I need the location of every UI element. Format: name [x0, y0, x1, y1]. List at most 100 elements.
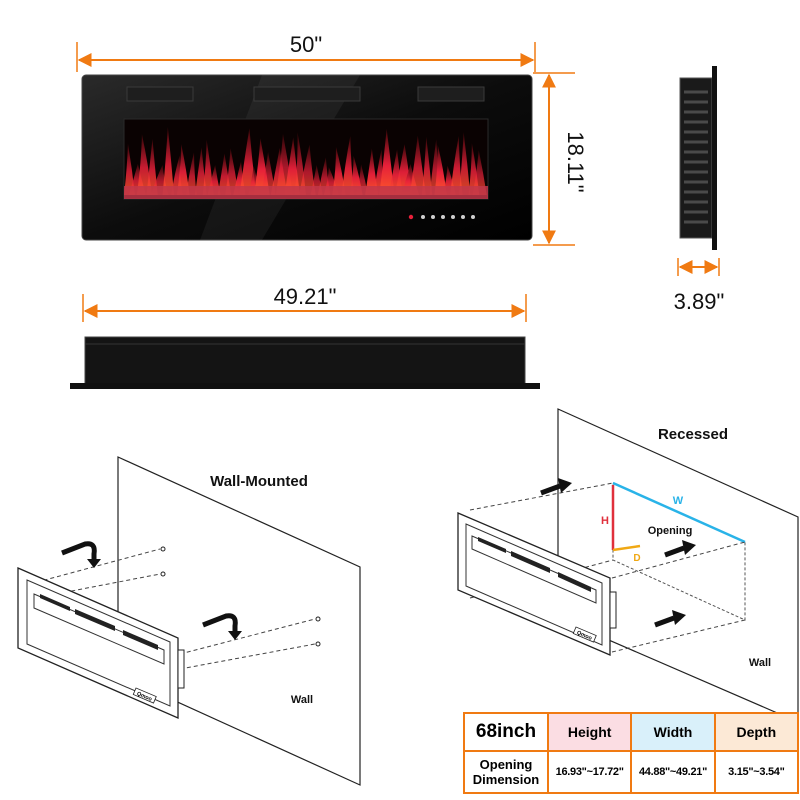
flame-shape: [186, 152, 197, 195]
fireplace-isometric-inner: [26, 579, 171, 707]
front-height-label: 18.11": [563, 131, 588, 192]
flame-shape: [299, 144, 316, 195]
push-arrow-head-icon: [672, 610, 686, 625]
flame-shape: [434, 144, 447, 195]
push-arrow-head-icon: [558, 478, 572, 493]
flame-shape: [450, 135, 463, 195]
model-size-cell: 68inch: [463, 712, 549, 752]
recessed-fireplace-inner: [465, 523, 603, 646]
front-width-label: 50": [290, 32, 322, 57]
recessed-fireplace-vent: [558, 572, 591, 592]
control-button-icon: [441, 215, 445, 219]
control-panel: [408, 214, 475, 220]
flame-shape: [261, 151, 276, 195]
top-front-glass: [70, 383, 540, 389]
recessed-title: Recessed: [658, 426, 728, 443]
fireplace-isometric-vent: [123, 630, 158, 650]
fireplace-isometric-vent: [40, 594, 70, 611]
mount-arrow-head-icon: [228, 631, 242, 640]
width-value: 44.88"~49.21": [630, 750, 716, 794]
depth-marker: D: [633, 553, 640, 564]
height-header: Height: [546, 712, 633, 752]
depth-header: Depth: [713, 712, 800, 752]
mounting-screws: [160, 546, 321, 647]
svg-text:Qmoo: Qmoo: [576, 630, 594, 642]
recessed-illustration: Recessed Wall W H D Opening: [457, 408, 799, 723]
mount-arrow-icon: [202, 613, 238, 632]
opening-width-line: [612, 481, 746, 544]
flame-shape: [365, 148, 379, 195]
side-front-glass: [712, 66, 717, 250]
flame-shape: [341, 135, 355, 195]
flame-shape: [194, 147, 207, 195]
flame-shape: [472, 150, 487, 195]
power-indicator-icon: [408, 214, 414, 220]
opening-label: Opening: [648, 525, 693, 537]
table-row: Opening Dimension 16.93"~17.72" 44.88"~4…: [463, 750, 800, 794]
wall-mounted-illustration: Wall-Mounted Wall Qmoo: [17, 456, 361, 786]
width-marker: W: [673, 495, 684, 507]
wall-mounted-title: Wall-Mounted: [210, 473, 308, 490]
flame-shape: [409, 135, 426, 195]
height-marker: H: [601, 515, 609, 527]
vent-right: [417, 86, 485, 102]
screw-icon: [315, 641, 321, 647]
fireplace-isometric-strip: [33, 593, 165, 665]
width-header: Width: [630, 712, 716, 752]
push-arrow-head-icon: [682, 540, 696, 555]
recessed-fireplace-strip: [471, 535, 597, 604]
side-ribs: [684, 90, 708, 224]
ember-bed: [124, 186, 488, 199]
recessed-brand-badge: Qmoo: [572, 626, 597, 643]
flame-shape: [225, 148, 239, 195]
wall-panel-left: [117, 456, 361, 786]
control-button-icon: [461, 215, 465, 219]
front-view: 50" 18.11": [76, 32, 588, 246]
recessed-fireplace-vent: [511, 551, 550, 573]
brand-badge: Qmoo: [132, 687, 157, 704]
flame-shape: [332, 146, 346, 195]
side-depth-label: 3.89": [674, 289, 725, 314]
top-width-label: 49.21": [274, 284, 337, 309]
top-body: [84, 336, 526, 386]
mount-arrow-head-icon: [87, 559, 101, 568]
flame-shape: [146, 138, 158, 195]
flame-shape: [379, 128, 395, 195]
control-button-icon: [431, 215, 435, 219]
fireplace-isometric-vent: [75, 609, 115, 631]
vent-left: [126, 86, 194, 102]
control-button-icon: [421, 215, 425, 219]
mount-arrow-icon: [61, 541, 97, 560]
opening-dimension-table: 68inch Height Width Depth Opening Dimens…: [463, 712, 800, 794]
table-header-row: 68inch Height Width Depth: [463, 712, 800, 752]
push-arrow-icon: [654, 615, 675, 628]
control-button-icon: [451, 215, 455, 219]
screw-icon: [160, 546, 166, 552]
opening-depth-line: [612, 544, 641, 552]
flame-shape: [176, 144, 190, 195]
fireplace-isometric-bracket: [177, 649, 185, 689]
flame-shape: [162, 126, 175, 195]
top-view: 49.21": [70, 284, 540, 389]
recessed-fireplace-bracket: [609, 591, 617, 629]
push-arrows: [540, 478, 696, 628]
row-label-line2: Dimension: [472, 772, 540, 787]
side-view: 3.89": [674, 66, 725, 314]
push-arrow-icon: [664, 545, 685, 558]
svg-text:Qmoo: Qmoo: [136, 691, 154, 703]
flame-shape: [421, 136, 433, 195]
vent-center: [253, 86, 361, 102]
wall-label-left: Wall: [291, 694, 313, 706]
flame-shape: [458, 132, 471, 195]
opening-dimension-label: Opening Dimension: [463, 750, 549, 794]
push-arrow-icon: [540, 483, 561, 496]
wall-label-right: Wall: [749, 657, 771, 669]
screw-icon: [315, 616, 321, 622]
depth-value: 3.15"~3.54": [713, 750, 800, 794]
screw-icon: [160, 571, 166, 577]
control-button-icon: [471, 215, 475, 219]
flame-shape: [124, 143, 135, 195]
row-label-line1: Opening: [479, 757, 533, 772]
height-value: 16.93"~17.72": [546, 750, 633, 794]
